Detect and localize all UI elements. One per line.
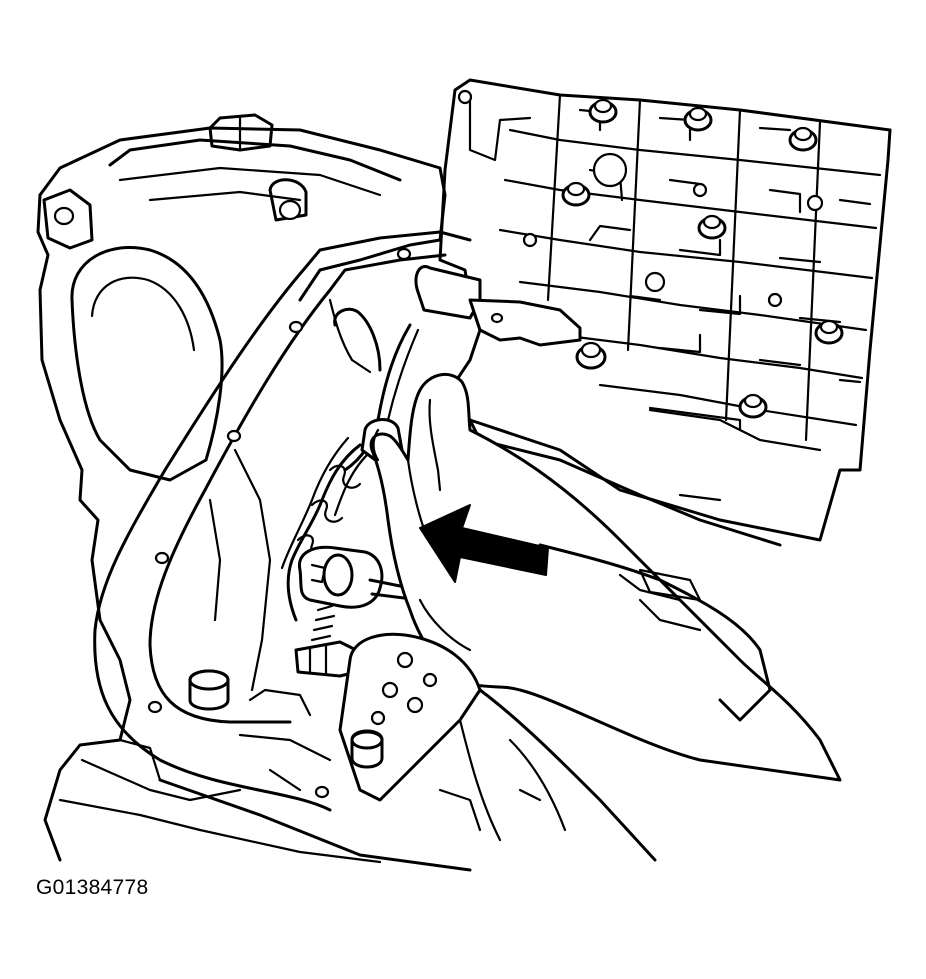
oil-pan-gasket-flange — [93, 230, 472, 812]
flange-bolt-holes — [147, 247, 412, 799]
figure-code: G01384778 — [36, 876, 149, 899]
direction-arrow — [419, 504, 549, 583]
solenoid-connector — [294, 545, 422, 678]
case-interior-detail — [208, 298, 382, 692]
transmission-case — [36, 113, 472, 872]
lower-case-floor — [238, 543, 772, 862]
valve-body-bolts — [561, 98, 844, 419]
valve-body — [414, 78, 892, 547]
